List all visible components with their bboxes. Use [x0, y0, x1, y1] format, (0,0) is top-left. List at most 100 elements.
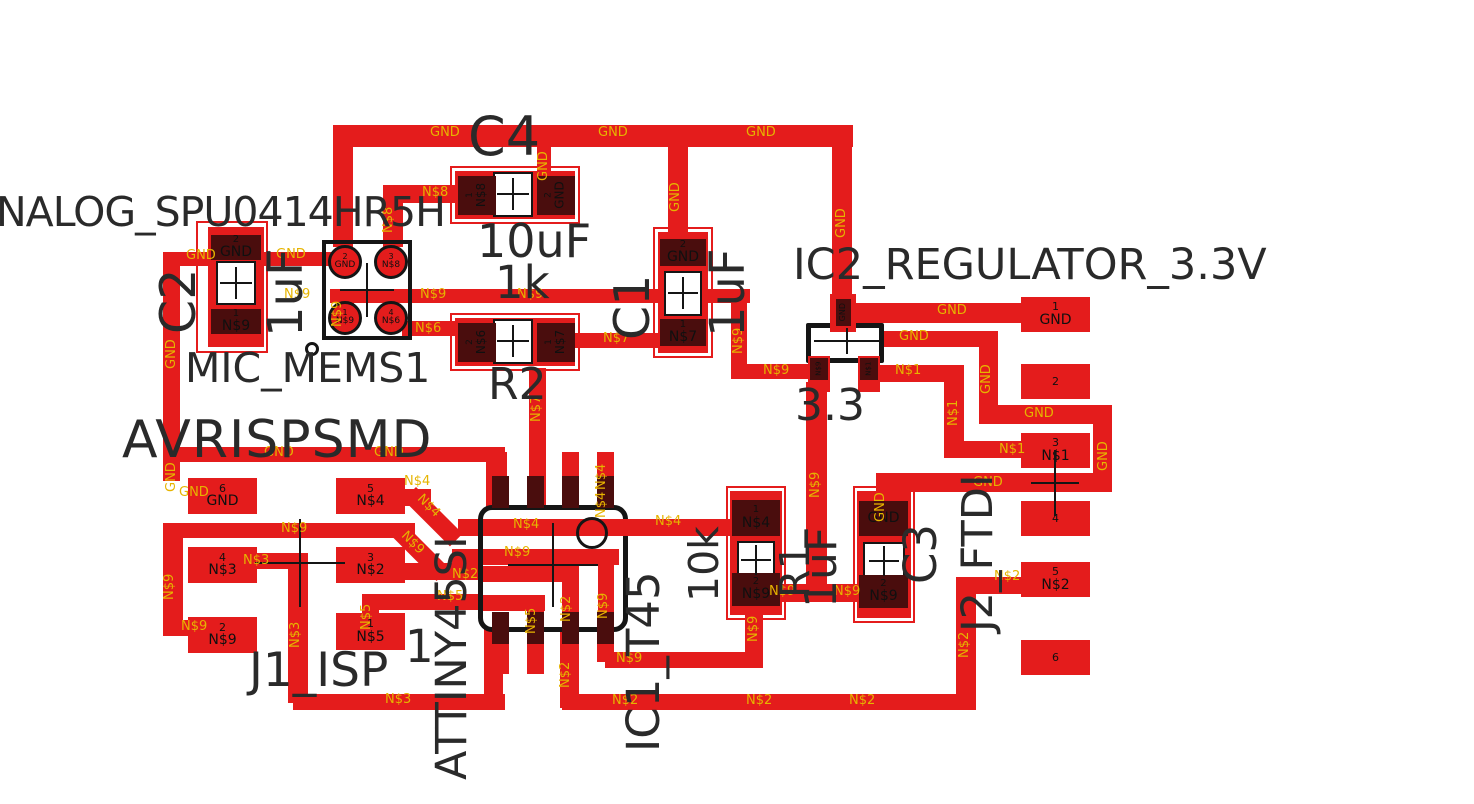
trace-n2[interactable] — [483, 566, 579, 582]
component-label-avrispsmd[interactable]: AVRISPSMD — [122, 410, 433, 470]
component-label-1uf[interactable]: 1uF — [258, 248, 314, 337]
trace-n2[interactable] — [956, 578, 976, 708]
component-label-c4[interactable]: C4 — [468, 105, 541, 168]
trace-gnd[interactable] — [979, 331, 998, 417]
pad-j2-2[interactable]: 2 — [1021, 364, 1090, 399]
component-label-10uf[interactable]: 10uF — [477, 214, 592, 268]
pad-mic-2-label: 2 — [342, 252, 348, 262]
component-label-nalog-spu0414hr5h[interactable]: NALOG_SPU0414HR5H — [0, 188, 446, 236]
trace-n9[interactable] — [330, 289, 750, 303]
component-label-j2-ftdi[interactable]: J2_FTDI — [953, 474, 1003, 632]
trace-gnd[interactable] — [979, 405, 1112, 424]
component-label-j1-isp[interactable]: J1_ISP — [249, 643, 389, 698]
trace-n9[interactable] — [163, 523, 183, 635]
j1-origin-v — [299, 519, 301, 607]
component-label-10k[interactable]: 10k — [680, 526, 728, 602]
component-label-r2[interactable]: R2 — [488, 359, 547, 410]
trace-n8[interactable] — [388, 185, 463, 203]
trace-gnd[interactable] — [832, 147, 852, 305]
trace-n4[interactable] — [483, 519, 733, 536]
pad-mic-4-label: 4 — [388, 308, 394, 318]
trace-gnd[interactable] — [333, 125, 353, 247]
pad-ic2-2[interactable]: N$1 — [860, 358, 878, 380]
trace-n3[interactable] — [293, 694, 505, 710]
trace-n9[interactable] — [745, 600, 763, 662]
component-label-1[interactable]: 1 — [405, 620, 434, 673]
pad-ic2-3[interactable]: GND — [836, 299, 851, 326]
component-label-c3[interactable]: C3 — [894, 523, 947, 584]
component-label-1uf[interactable]: 1uF — [700, 248, 756, 337]
pad-c3-top[interactable]: GND — [859, 501, 908, 536]
trace-gnd[interactable] — [1093, 409, 1112, 492]
trace-n9[interactable] — [731, 364, 816, 379]
pad-overlap — [562, 476, 579, 508]
trace-n9[interactable] — [605, 652, 763, 668]
trace-n6[interactable] — [402, 321, 460, 336]
trace-n1[interactable] — [944, 441, 1022, 458]
trace-gnd[interactable] — [876, 473, 1112, 492]
trace-gnd[interactable] — [852, 303, 1024, 323]
pad-j1-1-label: N$5 — [356, 628, 385, 645]
component-label-3-3[interactable]: 3.3 — [795, 380, 865, 431]
component-label-mic-mems1[interactable]: MIC_MEMS1 — [185, 344, 431, 392]
trace-n9[interactable] — [483, 549, 619, 565]
trace-n5[interactable] — [362, 594, 488, 610]
trace-n9[interactable] — [806, 382, 827, 592]
trace-gnd[interactable] — [163, 447, 505, 462]
pad-ic2-1[interactable]: N$9 — [810, 358, 828, 380]
trace-n1[interactable] — [868, 365, 962, 382]
trace-n2[interactable] — [956, 577, 1022, 594]
trace-n9[interactable] — [163, 523, 415, 538]
trace-n7[interactable] — [570, 333, 665, 348]
mic-mems1-outline[interactable] — [322, 240, 412, 340]
component-label-1uf[interactable]: 1uF — [796, 526, 847, 608]
trace-gnd[interactable] — [668, 147, 688, 237]
pad-overlap — [492, 476, 509, 508]
trace-n9[interactable] — [598, 549, 614, 621]
trace-n8[interactable] — [383, 185, 403, 247]
net-label-gnd: GND — [668, 182, 683, 212]
pad-j2-6[interactable]: 6 — [1021, 640, 1090, 675]
component-label-ic1-t45[interactable]: IC1_T45 — [617, 571, 670, 752]
trace-gnd[interactable] — [537, 147, 551, 177]
component-label-attiny45si[interactable]: ATTINY45SI — [427, 536, 477, 780]
trace-gnd[interactable] — [333, 125, 853, 147]
trace-n3[interactable] — [288, 553, 308, 703]
trace-n9[interactable] — [731, 300, 747, 372]
pad-j1-5-label: 5 — [366, 481, 374, 495]
component-label-c1[interactable]: C1 — [604, 274, 661, 340]
component-label-c2[interactable]: C2 — [150, 268, 207, 334]
trace-gnd[interactable] — [163, 252, 180, 481]
trace-n1[interactable] — [944, 365, 964, 458]
component-label-ic2-regulator-3-3v[interactable]: IC2_REGULATOR_3.3V — [793, 240, 1267, 290]
net-label-n9: N$9 — [616, 651, 643, 666]
trace-n2[interactable] — [562, 566, 579, 622]
trace-gnd[interactable] — [852, 331, 998, 347]
trace-n2[interactable] — [562, 694, 976, 710]
pad-mic-2-label: GND — [334, 260, 356, 271]
component-label-1k[interactable]: 1k — [495, 256, 550, 309]
